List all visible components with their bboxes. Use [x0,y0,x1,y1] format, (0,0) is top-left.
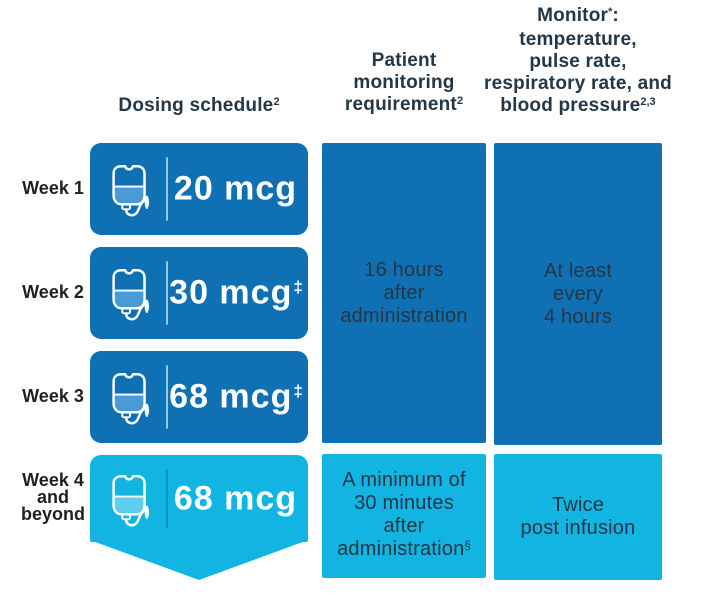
header-text: blood pressure [500,95,641,116]
iv-bag-icon [112,269,150,321]
cell-text: administration [337,538,465,560]
dose-value: 68 mcg [168,479,304,518]
dose-footnote: ‡ [293,277,303,297]
row-label-week-4-and-beyond: Week 4 and beyond [10,470,96,524]
dose-card-week-2: 30 mcg‡ [90,247,308,339]
cell-line: after [383,281,425,304]
header-line: monitoring [353,72,455,93]
cell-monitoring-weeks-1-3: 16 hours after administration [322,143,486,443]
footnote-superscript: 2 [456,94,464,107]
footnote-superscript: 2 [273,95,280,108]
cell-line: Twice [551,494,605,516]
cell-line: post infusion [520,517,636,539]
footnote-superscript: * [608,5,613,18]
header-line: temperature, [519,29,637,50]
cell-monitoring-week-4: A minimum of 30 minutes after administra… [322,454,486,578]
week-label-line: beyond [20,504,85,524]
cell-line: At least [543,259,613,282]
cell-line: 30 minutes [354,492,454,514]
header-line: blood pressure2,3 [474,95,682,119]
cell-monitor-weeks-1-3: At least every 4 hours [494,143,662,445]
column-header-dosing-schedule: Dosing schedule2 [90,95,308,119]
footnote-superscript: 2,3 [640,95,656,108]
header-line: pulse rate, [529,51,627,72]
dose-footnote: ‡ [293,381,303,401]
cell-line: every [553,282,603,305]
cell-line: A minimum of [342,469,466,491]
dose-text: 68 mcg [173,479,298,517]
cell-line: administration§ [322,538,486,563]
column-header-monitor-vitals: Monitor*: temperature, pulse rate, respi… [474,5,682,119]
week-label-line: Week 1 [22,178,84,198]
header-line: Monitor*: [474,5,682,29]
dose-text: 68 mcg [169,377,293,416]
cell-line: after [383,515,425,537]
week-label-line: and [36,487,69,507]
header-text: Dosing schedule [118,95,274,116]
header-line: Patient [371,50,437,71]
dose-card-week-4-and-beyond: 68 mcg [90,455,308,542]
divider-line [166,157,168,221]
footnote-superscript: § [464,538,471,552]
cell-line: administration [340,304,468,327]
week-label-line: Week 4 [22,470,84,490]
cell-line: 4 hours [543,305,613,328]
dose-card-week-1: 20 mcg [90,143,308,235]
week-label-line: Week 2 [22,282,84,302]
header-text: : [612,5,619,26]
header-line: requirement2 [322,94,486,118]
row-label-week-2: Week 2 [10,282,96,302]
dose-text: 20 mcg [173,169,298,208]
dose-card-week-3: 68 mcg‡ [90,351,308,443]
row-label-week-1: Week 1 [10,178,96,198]
divider-line [166,261,168,325]
iv-bag-icon [112,165,150,217]
dose-value: 20 mcg [168,170,304,209]
dose-value: 30 mcg‡ [168,274,304,313]
divider-line [166,365,168,429]
iv-bag-icon [112,474,150,526]
column-header-patient-monitoring: Patient monitoring requirement2 [322,50,486,118]
row-label-week-3: Week 3 [10,386,96,406]
cell-monitor-week-4: Twice post infusion [494,454,662,580]
cell-line: 16 hours [364,258,444,281]
iv-bag-icon [112,373,150,425]
header-line: respiratory rate, and [484,73,672,94]
header-text: Monitor [537,5,609,26]
dose-text: 30 mcg [169,273,293,312]
divider-line [166,469,168,528]
week-label-line: Week 3 [22,386,84,406]
dose-value: 68 mcg‡ [168,378,304,417]
header-text: requirement [344,94,457,115]
down-arrow-banner-tail [90,540,308,580]
